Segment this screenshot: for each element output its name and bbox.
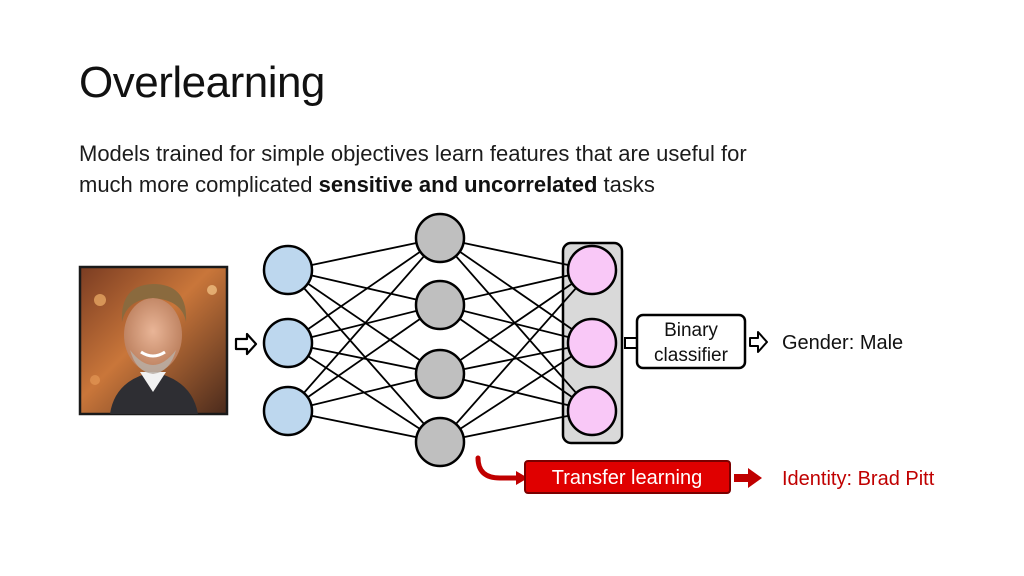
hidden-node [414,348,466,400]
transfer-learning-box [524,460,731,494]
classifier-label-line-2: classifier [654,345,729,366]
output-node [566,385,618,437]
input-node [262,385,314,437]
hidden-node [414,416,466,468]
input-node [262,317,314,369]
transfer-arrow [734,468,762,488]
slide-title: Overlearning [79,58,325,107]
input-node [262,244,314,296]
gender-output: Gender: Male [782,332,903,354]
hidden-node [414,212,466,264]
identity-output: Identity: Brad Pitt [782,468,935,490]
input-layer [262,244,314,437]
output-node [566,317,618,369]
classifier-label-line-1: Binary [664,320,718,341]
connections [287,237,593,443]
input-arrow [234,332,258,356]
subtitle-line-2-prefix: much more complicated [79,172,319,197]
hidden-node [414,279,466,331]
subtitle-line-2-suffix: tasks [597,172,655,197]
hidden-layer [414,212,466,468]
portrait-photo [78,265,229,416]
transfer-learning-path: Transfer learning Identity: Brad Pitt [475,455,935,494]
slide-subtitle: Models trained for simple objectives lea… [79,138,899,200]
binary-classifier: Binary classifier [635,313,747,370]
output-node [566,244,618,296]
classifier-connector [624,337,638,349]
output-layer [566,244,618,437]
transfer-learning-label: Transfer learning [552,467,702,489]
subtitle-emphasis: sensitive and uncorrelated [318,172,598,197]
classifier-output-arrow [749,331,768,353]
subtitle-line-1: Models trained for simple objectives lea… [79,141,747,166]
